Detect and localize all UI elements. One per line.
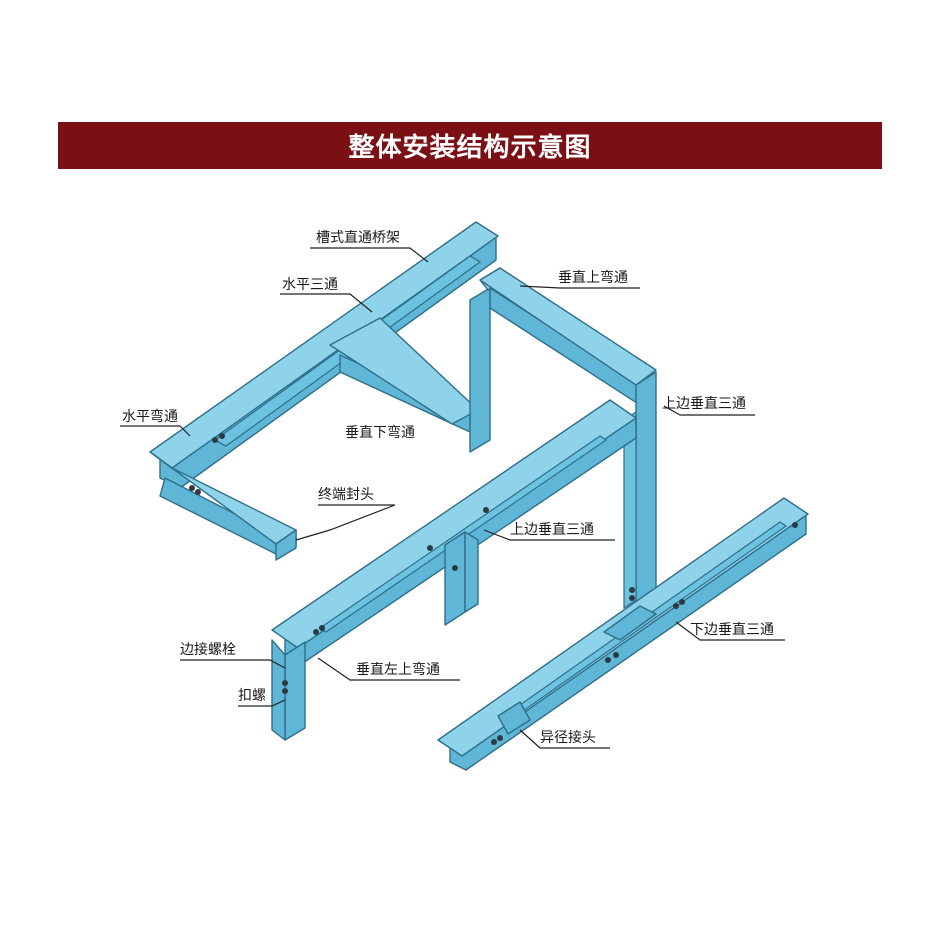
tee-drop-side xyxy=(444,531,466,626)
leader-vertical-up-elbow xyxy=(519,285,640,289)
bolt-dot xyxy=(282,688,288,694)
upper-bridge-top xyxy=(479,267,657,386)
reducer-shape xyxy=(497,701,531,735)
bolt-dot xyxy=(212,437,218,443)
leader-lower-tee xyxy=(675,621,785,641)
label-horizontal-elbow: 水平弯通 xyxy=(122,408,178,425)
bolt-dot xyxy=(195,489,201,495)
leader-end-cap xyxy=(295,504,396,541)
label-upper-vertical-tee-2: 上边垂直三通 xyxy=(510,521,594,538)
bolt-dot xyxy=(282,680,288,686)
labels: 槽式直通桥架 水平三通 垂直上弯通 水平弯通 垂直下弯通 上边垂直三通 终端封头… xyxy=(122,229,774,746)
leader-side-bolt xyxy=(180,659,286,669)
label-straight-tray: 槽式直通桥架 xyxy=(316,229,400,246)
bolt-dot xyxy=(452,565,458,571)
bolt-dot xyxy=(497,735,503,741)
bolt-dot xyxy=(483,507,489,513)
title-banner: 整体安装结构示意图 xyxy=(58,122,882,169)
vertical-elbow-frame xyxy=(469,267,657,610)
leader-straight-tray xyxy=(310,247,429,263)
upper-tray-assembly xyxy=(149,221,499,561)
tee-drop-face xyxy=(464,531,479,613)
leader-upper-tee-2 xyxy=(483,529,615,541)
bolt-dot xyxy=(613,652,619,658)
end-cap-shape xyxy=(275,529,297,561)
label-vertical-up-elbow: 垂直上弯通 xyxy=(558,269,628,286)
label-reducer: 异径接头 xyxy=(540,729,596,746)
label-vertical-left-up-elbow: 垂直左上弯通 xyxy=(356,661,440,678)
middle-tray-top xyxy=(271,399,637,649)
bolt-dot xyxy=(189,485,195,491)
leader-horizontal-elbow xyxy=(120,425,191,437)
label-lower-vertical-tee: 下边垂直三通 xyxy=(690,621,774,638)
leader-clip xyxy=(238,699,286,707)
label-horizontal-tee: 水平三通 xyxy=(282,277,338,293)
bolt-dot xyxy=(605,657,611,663)
elbow-drop-face xyxy=(271,639,286,741)
lower-tray-assembly xyxy=(437,497,809,771)
bolt-dot xyxy=(427,545,433,551)
label-upper-vertical-tee-1: 上边垂直三通 xyxy=(662,395,746,412)
label-side-bolt: 边接螺栓 xyxy=(180,641,236,658)
bolt-dot xyxy=(679,599,685,605)
leader-reducer xyxy=(519,729,610,749)
lower-tee-joint xyxy=(603,605,657,641)
leader-horizontal-tee xyxy=(280,293,373,313)
bolt-dot xyxy=(629,595,635,601)
middle-tray-assembly xyxy=(271,399,637,741)
bolt-dot xyxy=(319,625,325,631)
leader-lines xyxy=(120,247,785,749)
riser-left-side xyxy=(469,287,491,453)
leader-upper-tee-1 xyxy=(663,405,755,416)
bolt-dot xyxy=(313,629,319,635)
bolt-dot xyxy=(673,603,679,609)
straight-tray-top xyxy=(149,221,499,469)
label-clip: 扣螺 xyxy=(238,688,266,704)
riser-right-side xyxy=(635,371,657,605)
bolt-dot xyxy=(629,587,635,593)
label-vertical-down-elbow: 垂直下弯通 xyxy=(345,424,415,441)
bolt-dot xyxy=(792,522,798,528)
page-title: 整体安装结构示意图 xyxy=(348,133,592,163)
bolt-dot xyxy=(219,433,225,439)
leader-left-up-elbow xyxy=(317,657,460,681)
bolt-dot xyxy=(491,739,497,745)
label-end-cap: 终端封头 xyxy=(318,487,374,503)
